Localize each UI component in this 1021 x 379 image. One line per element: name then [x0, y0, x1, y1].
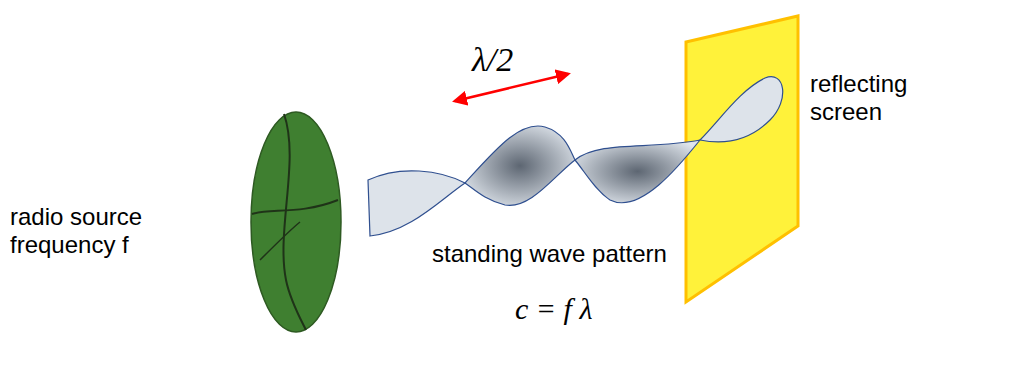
wavelength-label: λ/2	[472, 40, 552, 79]
radio-dish	[251, 112, 341, 332]
formula-label: c = f λ	[515, 292, 655, 327]
pattern-label: standing wave pattern	[432, 240, 732, 268]
source-label: radio source frequency f	[10, 203, 185, 258]
reflecting-screen	[686, 16, 798, 302]
standing-wave	[368, 77, 783, 236]
screen-label: reflecting screen	[810, 70, 960, 125]
half-wavelength-arrow	[455, 74, 568, 101]
